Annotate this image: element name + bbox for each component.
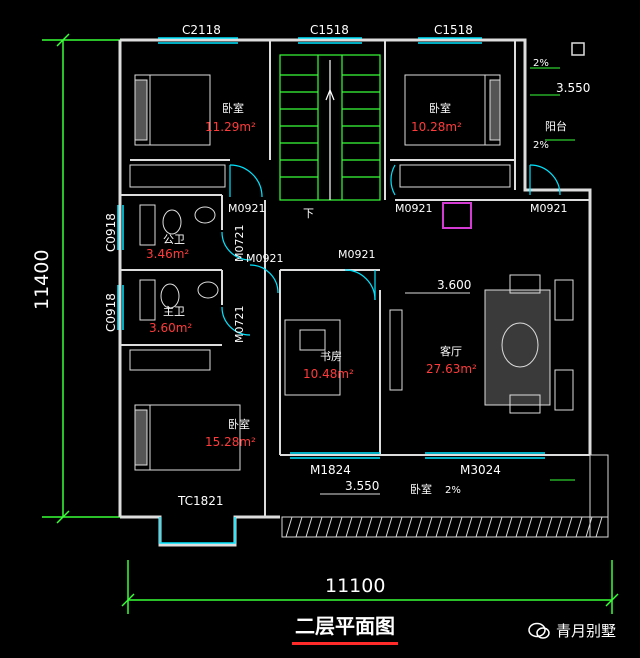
height-dimension-label: 11400	[31, 250, 53, 310]
door-m0921-hall-left-label: M0921	[246, 252, 284, 265]
room-bedroom-nw-name: 卧室	[222, 101, 244, 115]
terrace-edge	[281, 454, 609, 538]
level-balcony-top: 3.550	[556, 81, 590, 95]
window-c0918-b-label: C0918	[104, 293, 118, 332]
window-c0918-a	[117, 205, 124, 250]
shaft-symbol	[442, 202, 472, 229]
window-c2118-label: C2118	[182, 23, 221, 37]
room-bedroom-sw-area: 15.28m²	[205, 435, 256, 449]
staircase	[279, 54, 381, 201]
stair-direction-label: 下	[303, 207, 314, 220]
window-c1518-stair	[298, 37, 362, 44]
level-living: 3.600	[437, 278, 471, 292]
room-study-name: 书房	[320, 350, 342, 363]
bed-icon	[134, 74, 211, 146]
room-living-name: 客厅	[440, 344, 462, 358]
room-bedroom-sw-name: 卧室	[228, 417, 250, 431]
room-bedroom-ne-name: 卧室	[429, 101, 451, 115]
level-bottom-terrace: 3.550	[345, 479, 379, 493]
room-bath-master-area: 3.60m²	[149, 321, 192, 335]
bed-icon	[134, 404, 241, 471]
outer-walls	[118, 38, 592, 547]
slope-balcony: 2%	[533, 140, 549, 151]
slope-top-right: 2%	[533, 58, 549, 69]
door-m0721-b-label: M0721	[233, 306, 246, 344]
room-study-area: 10.48m²	[303, 367, 354, 381]
column-icon	[571, 42, 585, 56]
window-c2118	[158, 37, 238, 44]
width-dimension-label: 11100	[325, 575, 385, 597]
window-c1518-stair-label: C1518	[310, 23, 349, 37]
door-m0921-bed1-label: M0921	[228, 202, 266, 215]
height-dimension	[42, 33, 120, 524]
room-bedroom-nw-area: 11.29m²	[205, 120, 256, 134]
window-c0918-a-label: C0918	[104, 213, 118, 252]
window-m1824	[290, 452, 380, 459]
room-bedroom-ne-area: 10.28m²	[411, 120, 462, 134]
door-m3024-label: M3024	[460, 463, 501, 477]
wardrobe-icon	[129, 164, 511, 371]
window-c1518-bedroom-label: C1518	[434, 23, 473, 37]
window-c0918-b	[117, 285, 124, 330]
watermark: 青月别墅	[528, 620, 616, 641]
room-bath-master-name: 主卫	[163, 305, 185, 318]
room-bath-public-name: 公卫	[163, 233, 185, 246]
room-bath-public-area: 3.46m²	[146, 247, 189, 261]
window-m3024	[425, 452, 545, 459]
door-m0921-bed2-label: M0921	[395, 202, 433, 215]
slope-bottom: 2%	[445, 485, 461, 496]
window-c1518-bedroom	[418, 37, 482, 44]
room-living-area: 27.63m²	[426, 362, 477, 376]
width-dimension	[121, 560, 619, 614]
terrace-label: 卧室	[410, 482, 432, 496]
window-tc1821-label: TC1821	[177, 494, 224, 508]
bed-icon	[404, 74, 501, 146]
watermark-text: 青月别墅	[556, 622, 617, 640]
window-tc1821	[159, 517, 236, 544]
door-m0921-study-label: M0921	[338, 248, 376, 261]
toilet-icon	[139, 204, 219, 321]
interior-walls	[120, 40, 590, 517]
room-balcony-name: 阳台	[545, 119, 567, 133]
door-swings	[221, 164, 561, 336]
door-m0721-a-label: M0721	[233, 225, 246, 263]
door-m0921-right-label: M0921	[530, 202, 568, 215]
drawing-title: 二层平面图	[292, 612, 398, 645]
desk-icon	[284, 319, 341, 396]
door-m1824-label: M1824	[310, 463, 351, 477]
balcony-rail	[530, 67, 575, 481]
wechat-icon	[528, 622, 550, 640]
sofa-set-icon	[389, 274, 574, 414]
